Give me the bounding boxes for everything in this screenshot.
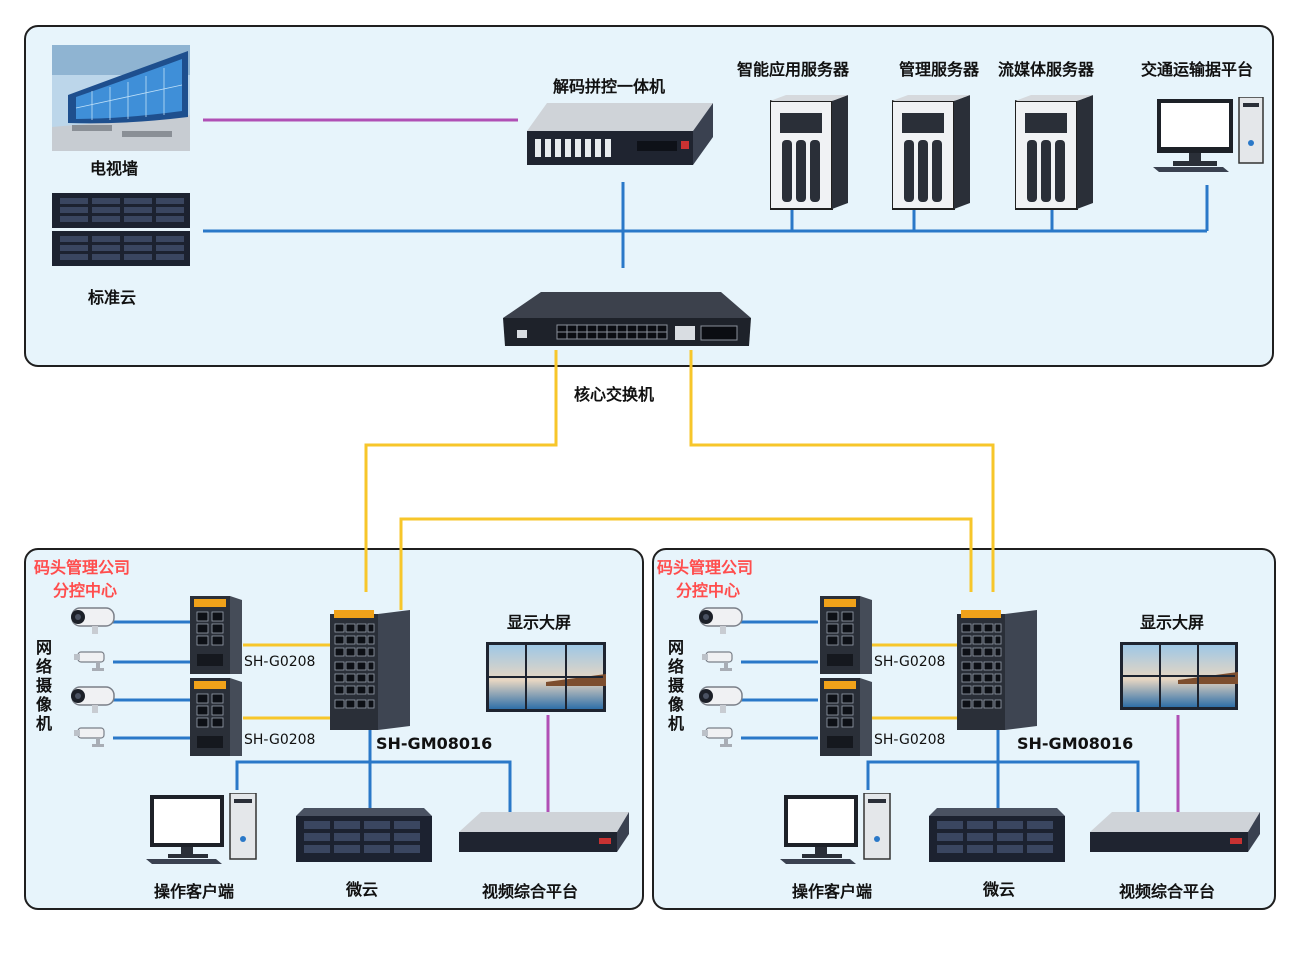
stream-server-label: 流媒体服务器 [998, 60, 1095, 79]
client-pc-image [780, 793, 891, 864]
smart-app-server-image [770, 95, 848, 210]
mgmt-server-image [892, 95, 970, 210]
core-switch-image [503, 292, 751, 346]
standard-cloud-label: 标准云 [88, 288, 137, 307]
micro-cloud-label: 微云 [346, 880, 379, 899]
box-camera-icon [702, 727, 733, 747]
edge-switch-b-image [190, 678, 242, 756]
box-camera-icon [74, 651, 105, 671]
agg-switch-image [957, 610, 1037, 730]
bullet-camera-icon [71, 607, 115, 634]
micro-cloud-image [296, 808, 432, 862]
branch-title-line1: 码头管理公司 [657, 558, 754, 577]
bullet-camera-icon [699, 607, 743, 634]
client-label: 操作客户端 [154, 882, 235, 901]
core-switch-label: 核心交换机 [574, 385, 655, 404]
smart-app-server-label: 智能应用服务器 [737, 60, 850, 79]
video-platform-label: 视频综合平台 [1119, 882, 1216, 901]
edge-switch-b-image [820, 678, 872, 756]
tv-wall-label: 电视墙 [90, 159, 139, 178]
edge-switch-b-model: SH-G0208 [874, 732, 946, 748]
edge-switch-b-model: SH-G0208 [244, 732, 316, 748]
agg-switch-image [330, 610, 410, 730]
client-pc-image [146, 793, 257, 864]
big-screen-label: 显示大屏 [507, 613, 572, 632]
storage-array-image [52, 193, 190, 266]
decoder-label: 解码拼控一体机 [553, 77, 666, 96]
edge-switch-a-image [820, 596, 872, 674]
stream-server-image [1015, 95, 1093, 210]
branch-title-line2: 分控中心 [53, 581, 118, 600]
video-platform-image [1090, 812, 1260, 852]
big-screen-label: 显示大屏 [1140, 613, 1205, 632]
agg-switch-model: SH-GM08016 [376, 734, 493, 753]
agg-switch-model: SH-GM08016 [1017, 734, 1134, 753]
micro-cloud-label: 微云 [983, 880, 1016, 899]
mgmt-server-label: 管理服务器 [899, 60, 980, 79]
network-camera-label: 网络摄像机 [667, 638, 684, 733]
video-platform-image [459, 812, 629, 852]
traffic-platform-pc-image [1153, 97, 1264, 172]
edge-switch-a-model: SH-G0208 [874, 654, 946, 670]
edge-switch-a-image [190, 596, 242, 674]
video-wall-image [486, 642, 606, 712]
traffic-platform-label: 交通运输据平台 [1141, 60, 1254, 79]
box-camera-icon [702, 651, 733, 671]
tv-wall-image [52, 45, 190, 151]
decoder-unit-image [527, 103, 713, 165]
bullet-camera-icon [71, 686, 115, 713]
video-platform-label: 视频综合平台 [482, 882, 579, 901]
box-camera-icon [74, 727, 105, 747]
bullet-camera-icon [699, 686, 743, 713]
branch-title-line1: 码头管理公司 [34, 558, 131, 577]
video-wall-image [1120, 642, 1238, 710]
branch-title-line2: 分控中心 [676, 581, 741, 600]
micro-cloud-image [929, 808, 1065, 862]
client-label: 操作客户端 [792, 882, 873, 901]
network-camera-label: 网络摄像机 [35, 638, 52, 733]
edge-switch-a-model: SH-G0208 [244, 654, 316, 670]
